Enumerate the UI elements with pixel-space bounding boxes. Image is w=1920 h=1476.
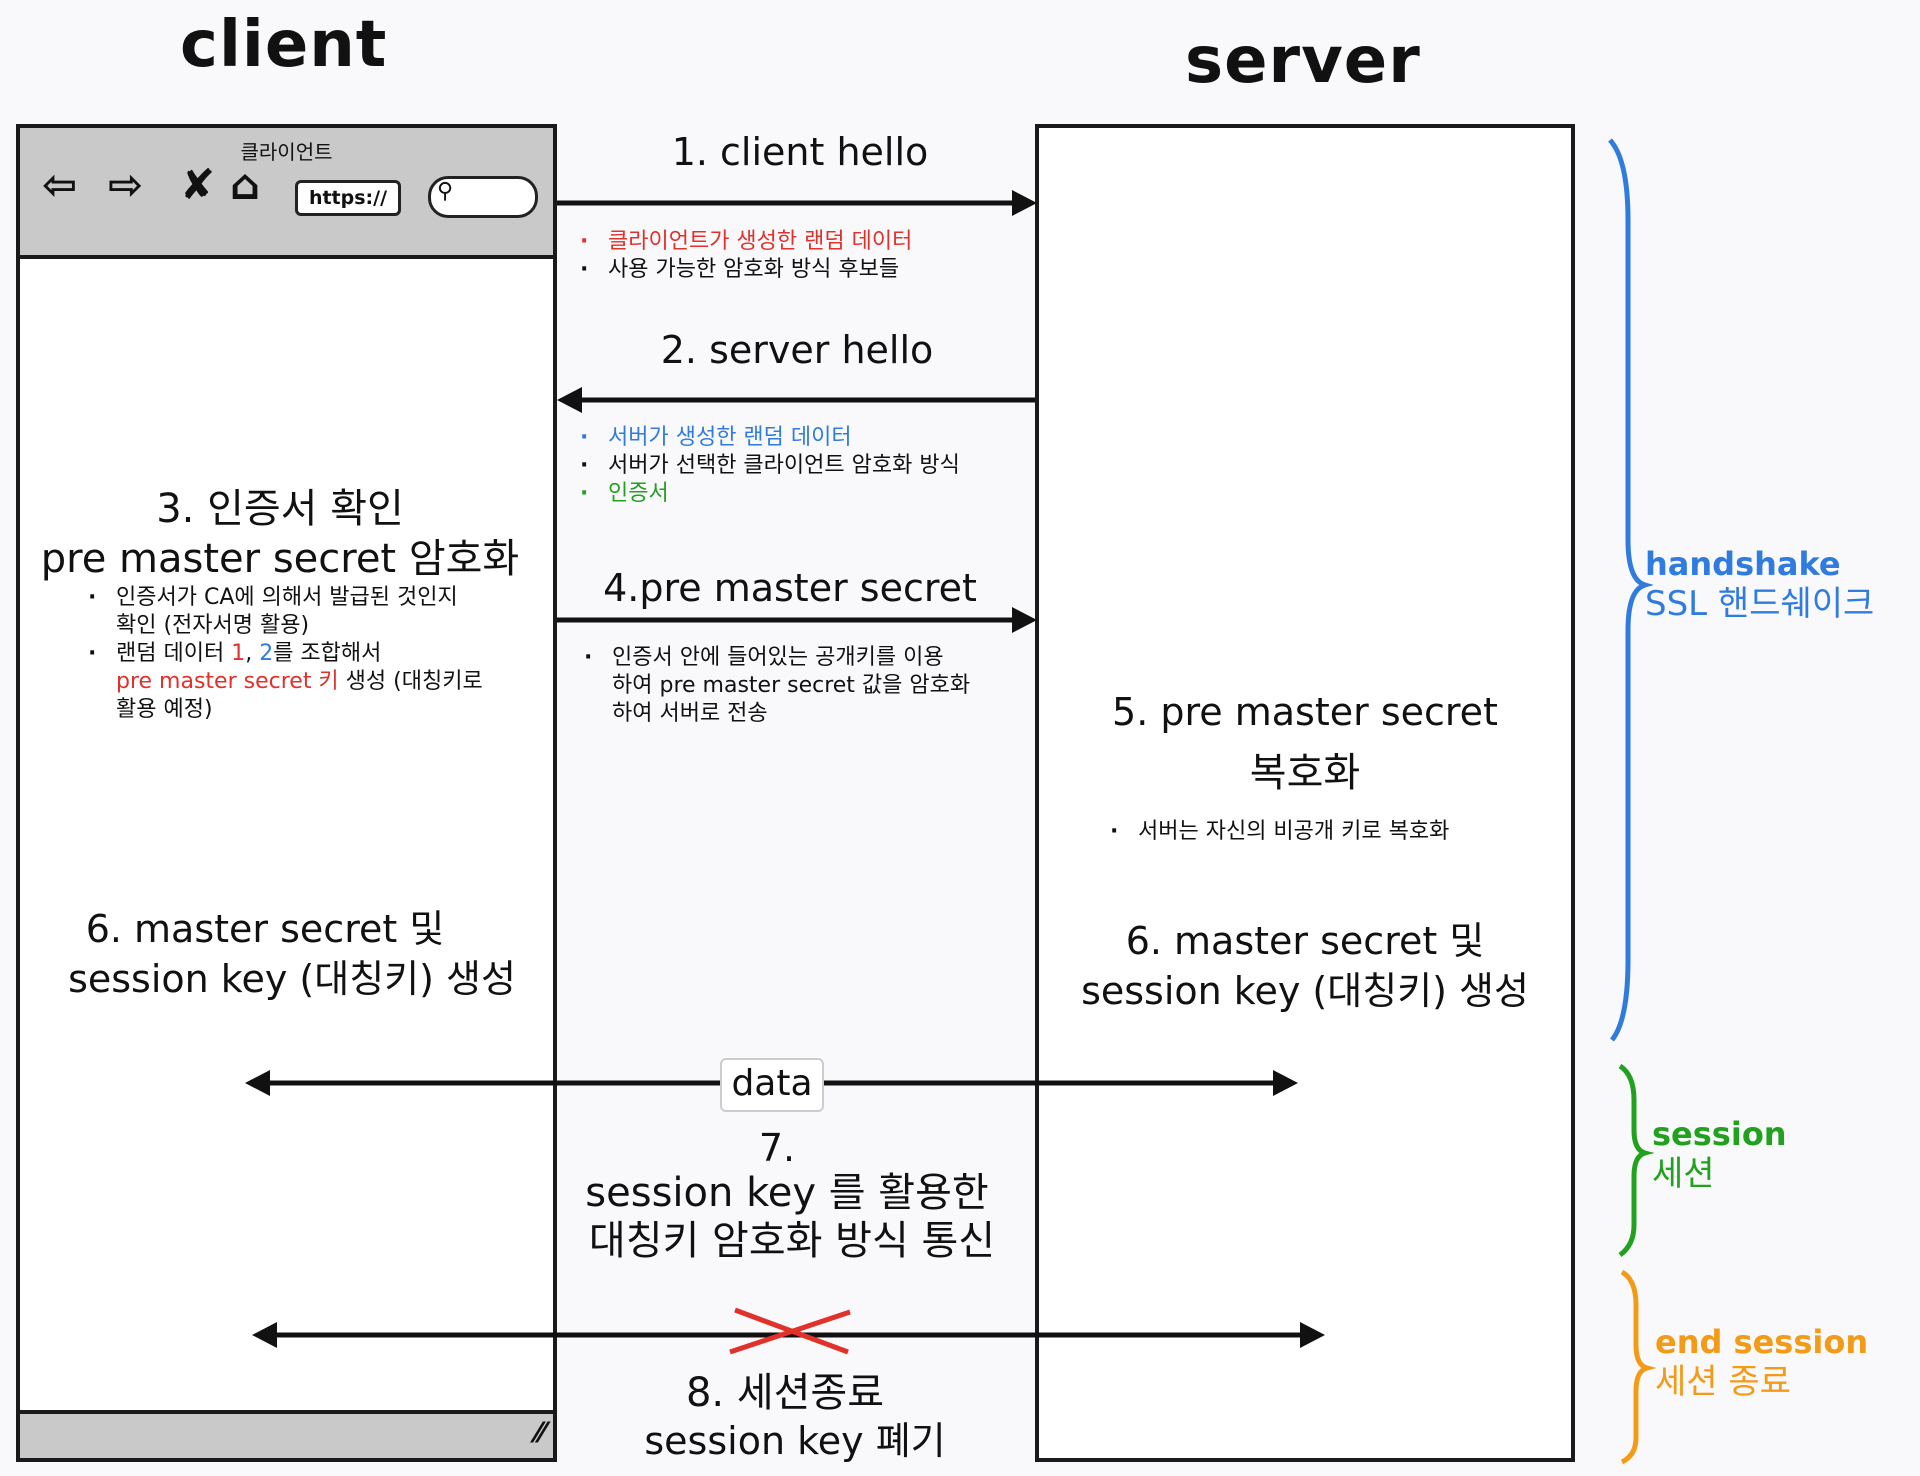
client-title: client [180, 8, 388, 82]
step3-note-2-sep: , [245, 641, 260, 666]
forward-arrow-icon[interactable]: ⇨ [108, 160, 144, 209]
step2-note-3: 인증서 [580, 480, 960, 508]
step8-line1: 8. 세션종료 [685, 1370, 885, 1416]
step5-title-2: 복호화 [1249, 750, 1361, 796]
step3-note-2-n1: 1 [231, 641, 246, 666]
step1-note-2: 사용 가능한 암호화 방식 후보들 [580, 256, 912, 284]
url-field[interactable]: https:// [295, 180, 401, 216]
server-box [1035, 124, 1575, 1462]
server-title: server [1185, 24, 1421, 98]
step3-note-2-key: pre master secret 키 [116, 669, 339, 694]
step5-note: 서버는 자신의 비공개 키로 복호화 [1110, 818, 1449, 846]
home-icon[interactable]: ⌂ [230, 160, 261, 209]
data-label: data [720, 1058, 824, 1112]
phase-end-label: end session 세션 종료 [1655, 1322, 1868, 1402]
search-field[interactable]: ⚲ [428, 176, 538, 218]
step3-note-1-line1: 인증서가 CA에 의해서 발급된 것인지 [116, 585, 458, 610]
step3-note-2-pre: 랜덤 데이터 [116, 641, 232, 666]
step3-title-1: 3. 인증서 확인 [156, 486, 404, 532]
step2-note-2: 서버가 선택한 클라이언트 암호화 방식 [580, 452, 960, 480]
step3-note-2-n2: 2 [259, 641, 274, 666]
step6-server-line1: 6. master secret 및 [1125, 919, 1485, 963]
step3-note-1: 인증서가 CA에 의해서 발급된 것인지 확인 (전자서명 활용) [88, 584, 536, 640]
step4-note-line2: 하여 pre master secret 값을 암호화 [612, 673, 971, 698]
step7-line3: 대칭키 암호화 방식 통신 [588, 1218, 996, 1264]
step3-note-2: 랜덤 데이터 1, 2를 조합해서 pre master secret 키 생성… [88, 640, 536, 724]
step4-label: 4.pre master secret [603, 566, 977, 610]
step2-notes: 서버가 생성한 랜덤 데이터 서버가 선택한 클라이언트 암호화 방식 인증서 [580, 424, 960, 508]
step1-note-1: 클라이언트가 생성한 랜덤 데이터 [580, 228, 912, 256]
browser-statusbar: ⁄⁄ [20, 1410, 553, 1458]
phase-session-label: session 세션 [1652, 1114, 1787, 1194]
search-icon: ⚲ [437, 179, 454, 204]
step5-notes: 서버는 자신의 비공개 키로 복호화 [1110, 818, 1449, 846]
step1-notes: 클라이언트가 생성한 랜덤 데이터 사용 가능한 암호화 방식 후보들 [580, 228, 912, 284]
resize-grip-icon[interactable]: ⁄⁄ [535, 1416, 545, 1449]
step1-label: 1. client hello [671, 130, 929, 174]
step6-client-line2: session key (대칭키) 생성 [68, 957, 516, 1001]
step4-note-line1: 인증서 안에 들어있는 공개키를 이용 [612, 645, 944, 670]
step4-note-line3: 하여 서버로 전송 [612, 701, 768, 726]
step3-note-2-post: 를 조합해서 [273, 641, 382, 666]
browser-toolbar: 클라이언트 ⇦ ⇨ ✘ ⌂ https:// ⚲ [20, 128, 553, 259]
back-arrow-icon[interactable]: ⇦ [42, 160, 78, 209]
phase-handshake-en: handshake [1645, 545, 1841, 583]
step8-line2: session key 폐기 [644, 1419, 946, 1463]
end-session-brace [1620, 1269, 1657, 1465]
step3-note-2-rest: 생성 (대칭키로 [338, 669, 483, 694]
step3-note-1-line2: 확인 (전자서명 활용) [116, 613, 310, 638]
step5-title-1: 5. pre master secret [1112, 690, 1498, 734]
step2-note-1: 서버가 생성한 랜덤 데이터 [580, 424, 960, 452]
step3-title-2: pre master secret 암호화 [40, 536, 520, 582]
step4-notes: 인증서 안에 들어있는 공개키를 이용 하여 pre master secret… [584, 644, 1022, 728]
session-brace [1618, 1063, 1655, 1258]
handshake-brace [1608, 138, 1654, 1042]
step2-label: 2. server hello [660, 328, 934, 372]
phase-session-ko: 세션 [1652, 1154, 1715, 1194]
phase-end-ko: 세션 종료 [1655, 1362, 1791, 1402]
step4-note: 인증서 안에 들어있는 공개키를 이용 하여 pre master secret… [584, 644, 1022, 728]
phase-session-en: session [1652, 1115, 1787, 1153]
phase-end-en: end session [1655, 1323, 1869, 1361]
step6-client-line1: 6. master secret 및 [85, 907, 445, 951]
step7-line1: 7. [758, 1126, 796, 1170]
phase-handshake-label: handshake SSL 핸드쉐이크 [1645, 544, 1874, 624]
phase-handshake-ko: SSL 핸드쉐이크 [1645, 584, 1875, 624]
step3-notes: 인증서가 CA에 의해서 발급된 것인지 확인 (전자서명 활용) 랜덤 데이터… [88, 584, 536, 724]
browser-window-label: 클라이언트 [240, 140, 333, 164]
step3-note-2-line3: 활용 예정) [116, 697, 213, 722]
cancel-x-icon [729, 1307, 851, 1355]
client-browser-window: 클라이언트 ⇦ ⇨ ✘ ⌂ https:// ⚲ ⁄⁄ [16, 124, 557, 1462]
step6-server-line2: session key (대칭키) 생성 [1081, 969, 1529, 1013]
step7-line2: session key 를 활용한 [585, 1170, 989, 1216]
close-icon[interactable]: ✘ [180, 160, 216, 209]
